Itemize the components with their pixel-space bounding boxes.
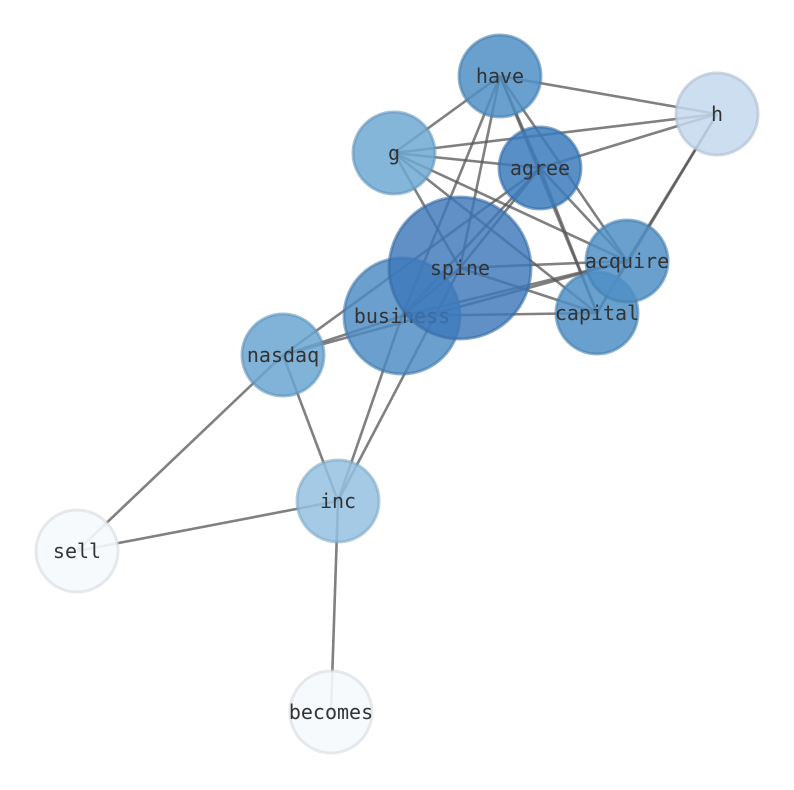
node-spine[interactable]: spine xyxy=(387,195,533,341)
node-agree[interactable]: agree xyxy=(497,125,583,211)
node-label-g: g xyxy=(388,141,400,165)
node-h[interactable]: h xyxy=(674,71,760,157)
node-circle-h[interactable] xyxy=(674,71,760,157)
node-circle-inc[interactable] xyxy=(295,458,381,544)
node-circle-spine[interactable] xyxy=(387,195,533,341)
node-g[interactable]: g xyxy=(351,110,437,196)
node-becomes[interactable]: becomes xyxy=(288,669,374,755)
node-label-acquire: acquire xyxy=(585,249,669,273)
node-label-nasdaq: nasdaq xyxy=(247,343,319,367)
node-have[interactable]: have xyxy=(457,33,543,119)
node-label-h: h xyxy=(711,102,723,126)
node-circle-acquire[interactable] xyxy=(584,218,670,304)
node-sell[interactable]: sell xyxy=(34,508,120,594)
node-label-becomes: becomes xyxy=(289,700,373,724)
node-circle-becomes[interactable] xyxy=(288,669,374,755)
node-circle-have[interactable] xyxy=(457,33,543,119)
node-circle-sell[interactable] xyxy=(34,508,120,594)
node-acquire[interactable]: acquire xyxy=(584,218,670,304)
node-label-capital: capital xyxy=(555,301,639,325)
node-label-have: have xyxy=(476,64,524,88)
node-circle-g[interactable] xyxy=(351,110,437,196)
node-label-inc: inc xyxy=(320,489,356,513)
edge-g-acquire xyxy=(393,151,628,263)
node-label-sell: sell xyxy=(53,539,101,563)
node-circle-agree[interactable] xyxy=(497,125,583,211)
node-label-spine: spine xyxy=(430,256,490,280)
node-label-agree: agree xyxy=(510,156,570,180)
node-inc[interactable]: inc xyxy=(295,458,381,544)
edge-nasdaq-sell xyxy=(76,354,284,552)
node-nasdaq[interactable]: nasdaq xyxy=(240,312,326,398)
node-circle-nasdaq[interactable] xyxy=(240,312,326,398)
node-layer: becomes sell inc nasdaq h g have capital acquire… xyxy=(34,33,760,755)
edge-inc-sell xyxy=(76,499,339,553)
